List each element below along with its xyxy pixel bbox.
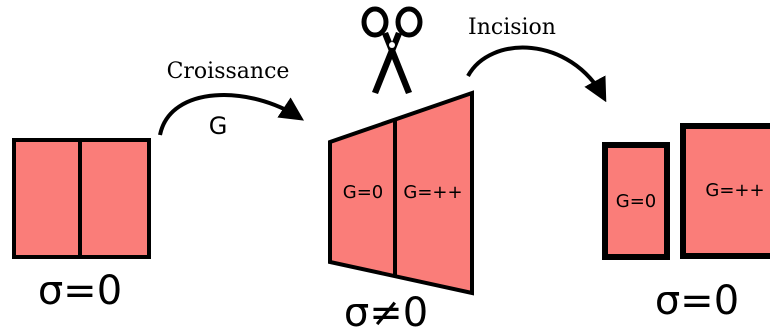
- grown-sigma-label: σ≠0: [344, 290, 428, 330]
- grown-right-growth-label: G=++: [403, 182, 462, 203]
- cut-right-piece: [680, 123, 770, 259]
- incision-arrow-group: Incision: [466, 15, 607, 103]
- stage-initial: σ=0: [12, 138, 151, 314]
- cut-left-piece: [602, 142, 670, 260]
- scissors-icon: [361, 6, 423, 94]
- stage-cut: G=0 G=++ σ=0: [602, 123, 770, 324]
- grown-tissue-block: [328, 90, 474, 296]
- growth-parameter-label: G: [209, 112, 228, 140]
- initial-sigma-label: σ=0: [38, 268, 122, 314]
- incision-label: Incision: [468, 15, 556, 40]
- growth-label: Croissance: [167, 59, 290, 84]
- cut-right-growth-label: G=++: [705, 180, 764, 201]
- incision-arrow: [466, 45, 607, 103]
- growth-arrow: [158, 93, 305, 136]
- grown-left-growth-label: G=0: [343, 182, 383, 203]
- cut-left-growth-label: G=0: [616, 191, 656, 212]
- growth-arrow-group: Croissance G: [158, 59, 305, 140]
- stage-grown: G=0 G=++ σ≠0: [328, 90, 474, 330]
- cut-sigma-label: σ=0: [655, 278, 739, 324]
